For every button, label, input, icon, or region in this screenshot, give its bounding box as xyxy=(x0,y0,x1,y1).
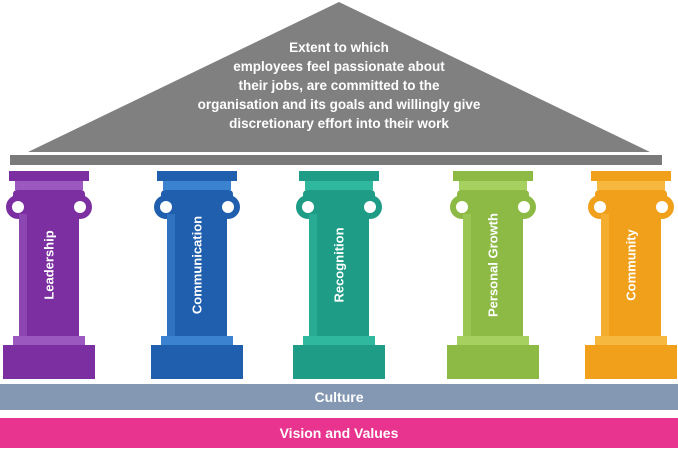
pillar-communication-plinth xyxy=(151,345,243,379)
pillar-community-plinth xyxy=(585,345,677,379)
pillar-community-cap-band xyxy=(597,181,665,190)
pillar-communication-volute-right-eye xyxy=(222,201,234,213)
roof-line-1: Extent to which xyxy=(289,40,389,55)
vision-values-label: Vision and Values xyxy=(279,425,399,441)
pillar-label-personal-growth: Personal Growth xyxy=(485,212,501,318)
pillar-community-volute-left-eye xyxy=(594,201,606,213)
pillar-community-top-cap xyxy=(591,171,671,181)
pillar-community-shaft-highlight xyxy=(601,214,609,336)
pillar-communication-shaft-highlight xyxy=(167,214,175,336)
pillar-leadership-shaft-highlight xyxy=(19,214,27,336)
pillar-communication-cap-band xyxy=(163,181,231,190)
roof-description: Extent to which employees feel passionat… xyxy=(186,38,492,133)
pillar-personal-growth-plinth xyxy=(447,345,539,379)
pillar-recognition-base-band xyxy=(303,336,375,345)
pillar-leadership-base-band xyxy=(13,336,85,345)
culture-band: Culture xyxy=(0,384,678,410)
pillar-recognition-plinth xyxy=(293,345,385,379)
pillar-personal-growth-base-band xyxy=(457,336,529,345)
pillar-communication-capital xyxy=(161,190,233,216)
pillar-recognition-top-cap xyxy=(299,171,379,181)
pillar-leadership-shaft xyxy=(19,214,79,336)
pillar-personal-growth-shaft-highlight xyxy=(463,214,471,336)
roof-line-3: their jobs, are committed to the xyxy=(238,78,440,93)
roof-line-5: discretionary effort into their work xyxy=(229,116,449,131)
pillar-recognition-capital xyxy=(303,190,375,216)
pillar-community-base-band xyxy=(595,336,667,345)
roof-triangle xyxy=(28,2,650,152)
pillar-label-community: Community xyxy=(623,229,639,301)
pillar-recognition-shaft-highlight xyxy=(309,214,317,336)
pillar-communication-base-band xyxy=(161,336,233,345)
roof-line-4: organisation and its goals and willingly… xyxy=(197,97,481,112)
pillar-leadership-top-cap xyxy=(9,171,89,181)
pillar-recognition-shaft xyxy=(309,214,369,336)
pillars-group xyxy=(3,171,677,379)
pillar-leadership-volute-right-eye xyxy=(74,201,86,213)
pillar-leadership-cap-band xyxy=(15,181,83,190)
pillar-personal-growth-shaft xyxy=(463,214,523,336)
pillar-label-communication: Communication xyxy=(189,215,205,315)
pillar-recognition-volute-left-eye xyxy=(302,201,314,213)
pillar-label-leadership: Leadership xyxy=(41,230,57,300)
pillar-leadership-capital xyxy=(13,190,85,216)
roof-line-2: employees feel passionate about xyxy=(233,59,445,74)
pillar-communication-shaft xyxy=(167,214,227,336)
pillar-personal-growth-volute-right-eye xyxy=(518,201,530,213)
pillar-communication-top-cap xyxy=(157,171,237,181)
pillar-leadership-volute-left-eye xyxy=(12,201,24,213)
pillar-personal-growth-capital xyxy=(457,190,529,216)
pillar-recognition-cap-band xyxy=(305,181,373,190)
pillar-community-shaft xyxy=(601,214,661,336)
pillar-personal-growth-top-cap xyxy=(453,171,533,181)
pillar-personal-growth-cap-band xyxy=(459,181,527,190)
pillar-personal-growth-volute-left-eye xyxy=(456,201,468,213)
pillar-community-volute-right-eye xyxy=(656,201,668,213)
vision-values-band: Vision and Values xyxy=(0,418,678,448)
culture-label: Culture xyxy=(314,389,364,405)
pillar-label-recognition: Recognition xyxy=(331,227,347,303)
pillar-community-capital xyxy=(595,190,667,216)
pillar-leadership-plinth xyxy=(3,345,95,379)
pillar-recognition-volute-right-eye xyxy=(364,201,376,213)
roof-beam xyxy=(10,155,662,165)
pillar-communication-volute-left-eye xyxy=(160,201,172,213)
